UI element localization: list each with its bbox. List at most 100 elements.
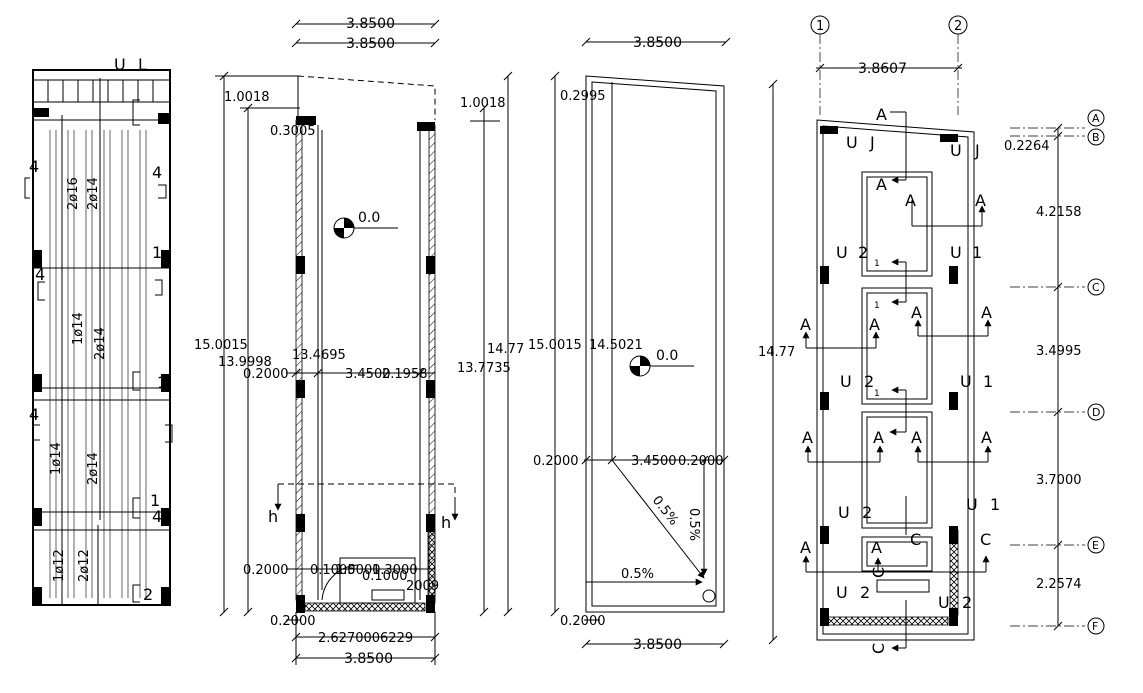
view2-dim-mid-overlap: 2.1958 [382, 367, 428, 382]
arrow-number: 1 [874, 301, 880, 311]
arrow-number: 1 [874, 259, 880, 269]
grid-row-label: A [1092, 112, 1100, 125]
view4-row-dim: 0.2264 [1004, 139, 1050, 154]
room-label: 2 [962, 593, 972, 612]
view3-bottom-dim: 3.8500 [633, 637, 682, 653]
section-mark: A [800, 538, 811, 557]
view2-dim-door-sub: 0.1000 [362, 569, 408, 584]
view3-top-dim: 3.8500 [633, 35, 682, 51]
room-label: U [938, 593, 950, 612]
view1-rebar-label: 2ø16 [66, 177, 81, 210]
view1-rebar-label: 1ø14 [49, 442, 64, 475]
view3-dim-wall-top: 0.2995 [560, 89, 606, 104]
room-label: U [836, 583, 848, 602]
room-label: U [950, 243, 962, 262]
view1-joists [49, 78, 147, 605]
view2-dim-wall-top: 0.3005 [270, 124, 316, 139]
room-label: 2 [860, 583, 870, 602]
view2-dim-total: 15.0015 [194, 338, 248, 353]
view2-dim-door-mid: 1.5000 [335, 563, 381, 578]
section-mark: A [869, 315, 880, 334]
view2-floor-plan: h h 0.0 3.8500 3.8500 [194, 16, 459, 667]
view2-dim-wall-bottom-2: 0.2000 [270, 614, 316, 629]
grid-row-label: B [1092, 131, 1100, 144]
view2-dim-inner: 13.9998 [218, 355, 272, 370]
section-mark: C [869, 567, 888, 578]
section-mark: A [802, 428, 813, 447]
room-label: U [836, 243, 848, 262]
room-label: J [869, 133, 875, 152]
section-mark: A [911, 428, 922, 447]
room-label: U [966, 495, 978, 514]
view2-bottom-wall [304, 602, 426, 612]
room-label: U [838, 503, 850, 522]
view4-outer-outline [816, 119, 975, 641]
view3-slope: 0.5% [621, 567, 654, 582]
grid-row-bubble [1087, 109, 1105, 127]
view2-dim-door-left: 0.1000 [310, 563, 356, 578]
view3-slope: 0.5% [649, 493, 681, 528]
view1-top-label-u: U [114, 55, 126, 74]
grid-col-label: 1 [816, 19, 824, 34]
view2-dim-wall-mid: 0.2000 [243, 367, 289, 382]
view2-dim-door-right: 1.3000 [372, 563, 418, 578]
grid-row-bubble [1087, 128, 1105, 146]
room-label: 1 [983, 372, 993, 391]
section-mark: A [871, 538, 882, 557]
view1-columns [33, 108, 170, 605]
view3-dim-wall-bottom: 0.2000 [560, 614, 606, 629]
view1-stirrup-num: 4 [152, 163, 162, 182]
view1-stirrup-num: 1 [150, 491, 160, 510]
view3-roof-plan: 0.0 3.8500 1.0018 0.2995 14.77 13.7735 1… [457, 35, 731, 653]
room-label: U [846, 133, 858, 152]
view3-dim-left-a: 14.77 [487, 342, 524, 357]
view3-dim-top-offset: 1.0018 [460, 96, 506, 111]
grid-row-bubble [1087, 536, 1105, 554]
section-mark: A [975, 191, 986, 210]
view4-dim-total: 14.77 [758, 345, 795, 360]
view3-dim-left-b: 13.7735 [457, 361, 511, 376]
section-mark: A [873, 428, 884, 447]
room-label: 2 [862, 503, 872, 522]
view1-stirrup-num: 1 [157, 373, 167, 392]
view2-dim-clear-height: 13.4695 [292, 348, 346, 363]
view2-section-line [278, 483, 456, 498]
view1-stirrup-marks [24, 99, 173, 603]
view4-row-dim: 3.4995 [1036, 344, 1082, 359]
view1-stirrup-num: 2 [143, 585, 153, 604]
view2-dim-door-end: 2009 [406, 579, 439, 594]
grid-col-label: 2 [954, 19, 962, 34]
view2-dim-bottom-total: 3.8500 [344, 651, 393, 667]
view3-level-marker [629, 355, 694, 377]
view3-dim-wall-right: 0.2000 [678, 454, 724, 469]
room-label: U [960, 372, 972, 391]
view3-dim-inner: 14.5021 [589, 338, 643, 353]
view1-top-label-l: L [138, 55, 147, 74]
view2-roof-outline [297, 75, 436, 120]
view4-row-dim: 4.2158 [1036, 205, 1082, 220]
section-mark: A [800, 315, 811, 334]
room-label: U [950, 141, 962, 160]
section-mark: A [911, 303, 922, 322]
view4-row-dim: 3.7000 [1036, 473, 1082, 488]
section-mark: A [981, 303, 992, 322]
room-label: 2 [864, 372, 874, 391]
grid-row-label: F [1092, 620, 1098, 633]
view1-top-grille [33, 79, 170, 102]
view2-section-mark: h [441, 513, 451, 532]
room-label: J [974, 141, 980, 160]
section-mark: A [905, 191, 916, 210]
view1-rebar-label: 1ø14 [71, 312, 86, 345]
view2-dim-bottom-combined: 2.6270006229 [318, 631, 413, 646]
view1-rebar-label: 2ø14 [93, 327, 108, 360]
view4-grid-col-dim: 3.8607 [858, 61, 907, 77]
view4-section-arrows [802, 111, 992, 652]
room-label: 2 [858, 243, 868, 262]
view1-reinforcement-plan: U L 4 4 4 1 1 4 1 4 2 2ø16 2ø14 1ø14 2ø1… [24, 55, 173, 606]
view2-level-marker [333, 217, 398, 239]
view3-dim-total: 15.0015 [528, 338, 582, 353]
section-mark: A [981, 428, 992, 447]
view1-stirrup-num: 4 [29, 405, 39, 424]
view2-top-dim-2: 3.8500 [346, 36, 395, 52]
